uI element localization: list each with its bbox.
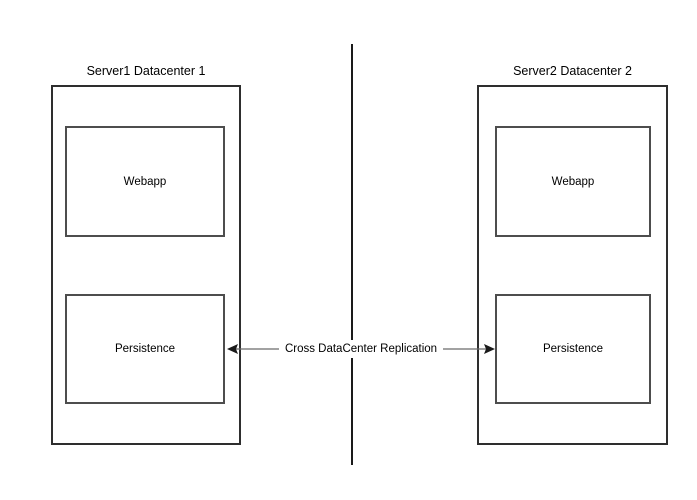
- datacenter-2-webapp-label: Webapp: [551, 175, 595, 188]
- cross-datacenter-replication-connector[interactable]: Cross DataCenter Replication: [227, 338, 495, 360]
- replication-connector-label: Cross DataCenter Replication: [279, 340, 443, 358]
- datacenter-2-persistence-box[interactable]: Persistence: [495, 294, 651, 404]
- datacenter-1-webapp-label: Webapp: [123, 175, 167, 188]
- datacenter-1-title: Server1 Datacenter 1: [86, 64, 206, 78]
- datacenter-1-webapp-box[interactable]: Webapp: [65, 126, 225, 237]
- arrowhead-right-icon: [484, 344, 495, 354]
- datacenter-boundary-line: [351, 44, 353, 465]
- arrowhead-left-icon: [227, 344, 238, 354]
- datacenter-1-persistence-label: Persistence: [114, 343, 176, 355]
- datacenter-1-persistence-box[interactable]: Persistence: [65, 294, 225, 404]
- datacenter-2-title: Server2 Datacenter 2: [513, 64, 632, 78]
- datacenter-2-webapp-box[interactable]: Webapp: [495, 126, 651, 237]
- datacenter-2-persistence-label: Persistence: [542, 343, 604, 355]
